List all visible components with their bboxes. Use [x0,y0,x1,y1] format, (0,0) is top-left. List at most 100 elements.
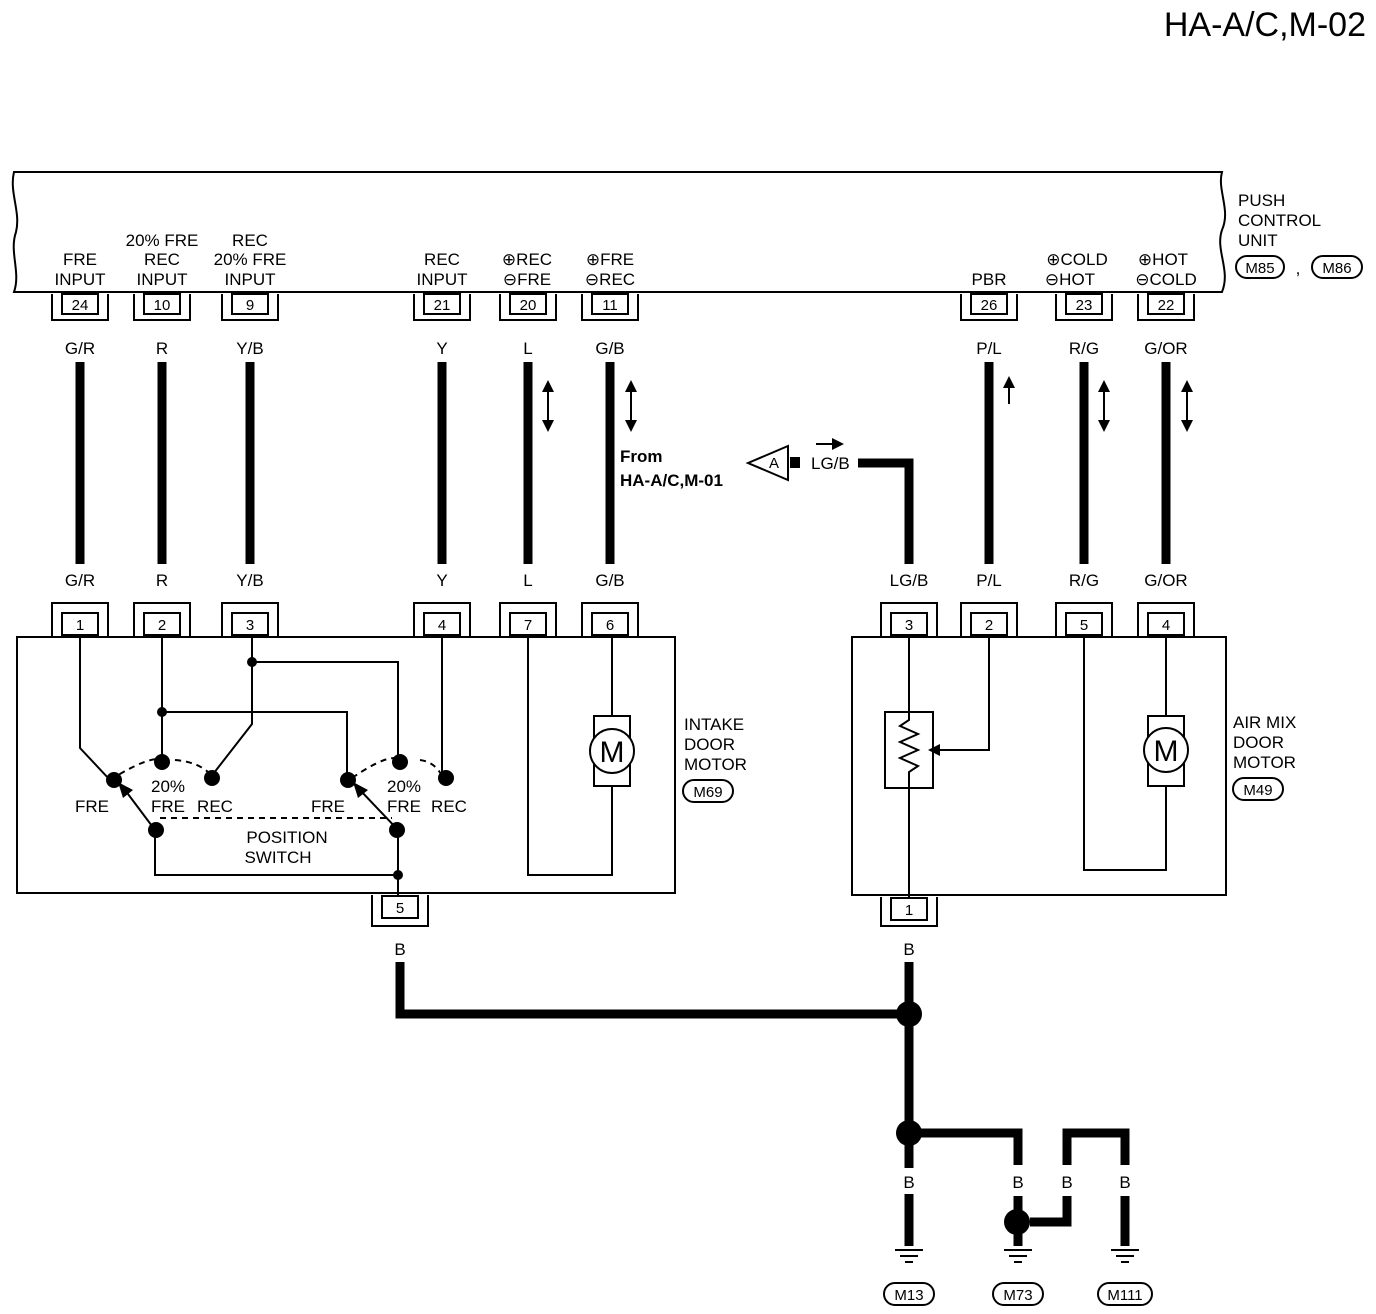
pin-9-label: INPUT [225,270,276,289]
switch-label-rec: REC [197,797,233,816]
svg-text:P/L: P/L [976,571,1002,590]
pcu-pin-labels: FRE INPUT 20% FRE REC INPUT REC 20% FRE … [55,231,1197,289]
switch-contact [154,754,170,770]
svg-text:1: 1 [76,617,84,634]
bidirectional-arrow-icon [1181,380,1193,432]
air-mix-pin-connectors: 3 2 5 4 [880,602,1195,637]
svg-text:2: 2 [985,617,993,634]
pin-20-label: ⊕REC [502,250,552,269]
up-arrow-icon [1003,376,1015,404]
svg-text:6: 6 [606,617,614,634]
pin-20-label: ⊖FRE [503,270,551,289]
ground-wire-label: B [903,1173,914,1192]
intake-motor-icon: M [527,637,635,876]
signal-arrows [542,376,1193,450]
push-control-unit-box [11,171,1227,293]
wire-labels-bottom: G/R R Y/B Y L G/B LG/B P/L R/G G/OR [65,571,1188,590]
ground-wire-label: B [1061,1173,1072,1192]
pin-23-label: ⊕COLD [1046,250,1107,269]
switch-contact [106,772,122,788]
svg-text:10: 10 [154,297,171,314]
pcu-connector-separator: , [1296,259,1301,278]
pin-9-label: REC [232,231,268,250]
ground-symbols: M13 M73 M111 [883,1249,1153,1306]
svg-text:20: 20 [520,297,537,314]
air-mix-motor-box [851,636,1227,896]
pin-21-label: REC [424,250,460,269]
bidirectional-arrow-icon [542,380,554,432]
svg-text:5: 5 [1080,617,1088,634]
pin-24-label: FRE [63,250,97,269]
pin-23-label: ⊖HOT [1045,270,1095,289]
ground-icon: M111 [1097,1249,1153,1306]
svg-text:MOTOR: MOTOR [1233,753,1296,772]
switch-contact [340,772,356,788]
ground-connector-m13: M13 [894,1287,923,1304]
svg-text:7: 7 [524,617,532,634]
pin-9-label: 20% FRE [214,250,287,269]
svg-text:Y: Y [436,571,447,590]
svg-text:5: 5 [396,900,404,917]
intake-door-motor: 1 2 3 4 7 6 [16,602,676,927]
from-reference: From HA-A/C,M-01 A LG/B [620,444,850,490]
svg-text:L: L [523,571,532,590]
switch-contact [392,754,408,770]
ground-icon: M73 [992,1249,1044,1306]
svg-text:22: 22 [1158,297,1175,314]
pin-20-connector: 20 [499,293,557,321]
connector-a-letter: A [769,455,779,472]
svg-text:R/G: R/G [1069,571,1099,590]
pin-21-connector: 21 [413,293,471,321]
connector-a-triangle [745,444,789,482]
intake-pin-connectors: 1 2 3 4 7 6 [51,602,639,637]
switch-label-20-fre: FRE [151,797,185,816]
intake-ground-wire-label: B [394,940,405,959]
bidirectional-arrow-icon [1098,380,1110,432]
from-wire-label: LG/B [811,454,850,473]
bidirectional-arrow-icon [625,380,637,432]
switch-label-20: 20% [151,777,185,796]
switch-label-20-fre: FRE [387,797,421,816]
pin-22-label: ⊕HOT [1138,250,1188,269]
from-label: From [620,447,663,466]
svg-text:M: M [600,736,625,769]
pin-23-connector: 23 [1055,293,1113,321]
svg-text:G/OR: G/OR [1144,571,1187,590]
ground-wiring: B B B B B B [394,940,1138,1246]
pin-9-connector: 9 [221,293,279,321]
potentiometer-icon [884,637,990,897]
intake-motor-label: INTAKE DOOR MOTOR M69 [682,715,747,803]
position-switch-labels: FRE 20% FRE REC FRE 20% FRE REC POSITION… [75,777,467,867]
svg-text:4: 4 [438,617,446,634]
svg-text:M: M [1154,735,1179,768]
svg-text:9: 9 [246,297,254,314]
air-mix-motor-icon: M [1083,637,1189,871]
pin-10-label: REC [144,250,180,269]
ground-connector-m73: M73 [1003,1287,1032,1304]
svg-text:L: L [523,339,532,358]
right-arrow-icon [816,438,844,450]
from-page-ref: HA-A/C,M-01 [620,471,723,490]
pcu-connector-m85: M85 [1245,260,1274,277]
svg-text:Y: Y [436,339,447,358]
svg-text:Y/B: Y/B [236,339,263,358]
svg-text:G/OR: G/OR [1144,339,1187,358]
pin-10-label: INPUT [137,270,188,289]
svg-text:Y/B: Y/B [236,571,263,590]
position-switch-label: POSITION [246,828,327,847]
svg-text:4: 4 [1162,617,1170,634]
air-mix-door-motor: 3 2 5 4 M 1 [851,602,1227,927]
switch-label-fre: FRE [75,797,109,816]
air-mix-ground-wire-label: B [903,940,914,959]
ground-icon: M13 [883,1249,935,1306]
switch-label-20: 20% [387,777,421,796]
ground-wire-label: B [1012,1173,1023,1192]
pcu-name-line: PUSH [1238,191,1285,210]
svg-text:LG/B: LG/B [890,571,929,590]
switch-contact [438,770,454,786]
connector-badge [1311,255,1363,279]
svg-text:R: R [156,571,168,590]
ground-wire-label: B [1119,1173,1130,1192]
switch-contact [204,770,220,786]
svg-text:G/B: G/B [595,339,624,358]
